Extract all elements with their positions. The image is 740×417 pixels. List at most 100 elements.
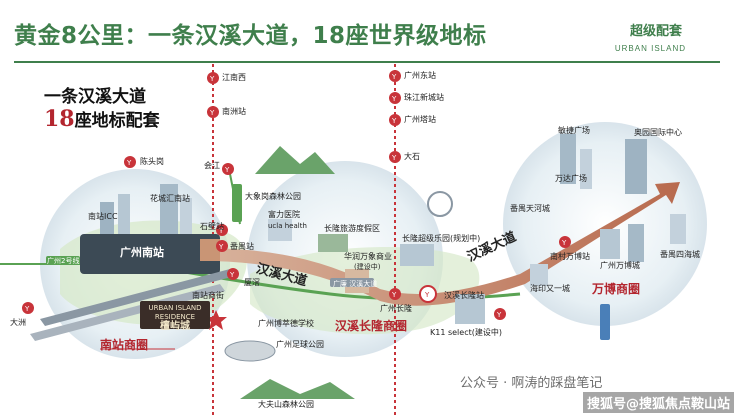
metro-badge-jiangnanxi: Y xyxy=(207,72,219,84)
svg-text:Y: Y xyxy=(229,271,235,279)
landmark-tianhe: 番禺天河城 xyxy=(510,204,550,213)
landmark-huajian-status: (建设中) xyxy=(354,263,381,271)
brand-subtitle: URBAN ISLAND xyxy=(614,44,686,53)
station-dazhou: 大洲 xyxy=(10,318,26,327)
building-superpark xyxy=(400,244,434,266)
badge-metro2: 广州2号线 xyxy=(47,257,80,265)
wanbo-bubble xyxy=(503,122,707,326)
building-huadi2 xyxy=(180,198,192,234)
landmark-stadium: 广州足球公园 xyxy=(276,340,324,349)
station-dashi: 大石 xyxy=(404,152,420,161)
watermark-channel: 公众号 · 啊涛的踩盘笔记 xyxy=(460,376,603,391)
badge-metro7-bg xyxy=(232,184,242,222)
svg-text:Y: Y xyxy=(218,243,224,251)
metro-badge-huijiang: Y xyxy=(222,163,234,175)
district-wanbo: 万博商圈 xyxy=(592,282,641,296)
map-headline: 一条汉溪大道 18座地标配套 xyxy=(44,86,160,132)
landmark-wanda: 万达广场 xyxy=(555,174,587,183)
svg-text:Y: Y xyxy=(391,73,397,81)
svg-text:Y: Y xyxy=(561,239,567,247)
landmark-k11: K11 select(建设中) xyxy=(430,328,502,337)
landmark-huajian: 华润万象商业 xyxy=(344,252,392,261)
station-guangzhou-nan: 广州南站 xyxy=(120,246,164,259)
building-panyu xyxy=(628,224,644,262)
building-minjian2 xyxy=(580,149,592,189)
landmark-icc: 南站ICC xyxy=(88,212,118,221)
metro-badge-shawan: Y xyxy=(227,268,239,280)
building-icc xyxy=(100,202,114,234)
landmark-daxiang-park: 大象岗森林公园 xyxy=(245,192,301,201)
metro-badge-panyu: Y xyxy=(216,240,228,252)
landmark-superpark: 长隆超级乐园(规划中) xyxy=(402,234,481,243)
headline-line2: 座地标配套 xyxy=(74,111,160,131)
project-star xyxy=(205,310,227,330)
landmark-nanzhan-commerce: 南站商街 xyxy=(192,291,224,300)
project-sign: URBAN ISLAND RESIDENCE 檀屿城 xyxy=(140,301,210,332)
sign-name: 檀屿城 xyxy=(160,321,190,332)
metro-badge-dashi: Y xyxy=(389,151,401,163)
svg-text:Y: Y xyxy=(209,109,215,117)
metro-badge-zhujiang: Y xyxy=(389,92,401,104)
station-dongzhan: 广州东站 xyxy=(404,71,436,80)
road-banner-bg xyxy=(330,278,374,287)
svg-text:Y: Y xyxy=(391,291,397,299)
svg-text:Y: Y xyxy=(424,291,430,299)
building-hospital xyxy=(268,219,292,241)
station-shibi: 石壁站 xyxy=(200,222,224,231)
brand-title: 超级配套 xyxy=(629,24,682,39)
landmark-aoyuan: 奥园国际中心 xyxy=(634,128,682,137)
building-sihai xyxy=(670,214,686,244)
station-hanxi: 汉溪长隆站 xyxy=(444,291,484,300)
station-nanzhou: 南洲站 xyxy=(222,107,246,116)
station-nancun: 南村万博站 xyxy=(550,252,590,261)
metro-badge-chentougang: Y xyxy=(124,156,136,168)
metro-badge-tazhan: Y xyxy=(389,114,401,126)
badge-metro22-bg xyxy=(600,304,610,340)
building-aoyuan xyxy=(625,139,647,194)
metro-badge-nancun: Y xyxy=(559,236,571,248)
metro-badge-dongzhan: Y xyxy=(389,70,401,82)
metro-badge-nanzhou: Y xyxy=(207,106,219,118)
station-panyu: 番禺站 xyxy=(230,242,254,251)
landmark-ucla: ucla health xyxy=(268,222,307,230)
building-huadi xyxy=(160,184,178,234)
building-shibi xyxy=(200,239,220,261)
landmark-boqiao: 广州博萃德学校 xyxy=(258,319,314,328)
svg-text:Y: Y xyxy=(126,159,132,167)
building-minjian xyxy=(560,134,576,184)
nanzhan-station-roof xyxy=(80,234,220,274)
header-divider xyxy=(14,61,720,63)
area-map: Y Y Y Y Y Y Y Y Y Y Y Y Y Y Y Y 一条汉溪大道 1… xyxy=(0,64,740,417)
landmark-resort: 长隆旅游度假区 xyxy=(324,224,380,233)
rail-tracks xyxy=(40,269,235,326)
watermark-site: 搜狐号@搜狐焦点鞍山站 xyxy=(582,392,734,413)
station-zhujiang: 珠江新城站 xyxy=(404,93,444,102)
landmark-hospital: 富力医院 xyxy=(268,210,300,219)
svg-text:Y: Y xyxy=(496,311,502,319)
building-resort xyxy=(318,234,348,252)
svg-text:Y: Y xyxy=(24,305,30,313)
building-nancun xyxy=(600,229,620,259)
headline-number: 18 xyxy=(44,106,75,132)
svg-text:Y: Y xyxy=(391,154,397,162)
station-chentougang: 陈头岗 xyxy=(140,157,164,166)
stadium xyxy=(224,340,276,362)
station-jiangnanxi: 江南西 xyxy=(222,73,246,82)
badge-metro2-bg xyxy=(46,256,80,265)
landmark-huadi: 花城汇南站 xyxy=(150,194,190,203)
landmark-dafu: 大夫山森林公园 xyxy=(258,400,314,409)
metro-badge-wanbo2: Y xyxy=(494,308,506,320)
hanxi-avenue-arrow xyxy=(190,182,680,306)
svg-text:Y: Y xyxy=(391,95,397,103)
svg-text:Y: Y xyxy=(218,227,224,235)
headline-line1: 一条汉溪大道 xyxy=(44,87,146,107)
district-hanxi: 汉溪长隆商圈 xyxy=(335,319,408,333)
landmark-hainuo: 海印又一城 xyxy=(530,284,570,293)
metro-badge-changlong: Y xyxy=(389,288,401,300)
landmark-sihai: 番禺四海城 xyxy=(660,250,700,259)
building-tianhe xyxy=(530,264,548,286)
landmark-minjian: 敏捷广场 xyxy=(558,126,590,135)
daxiang-park-hill xyxy=(255,146,335,174)
station-changlong: 广州长隆 xyxy=(380,304,412,313)
building-icc2 xyxy=(118,194,130,234)
